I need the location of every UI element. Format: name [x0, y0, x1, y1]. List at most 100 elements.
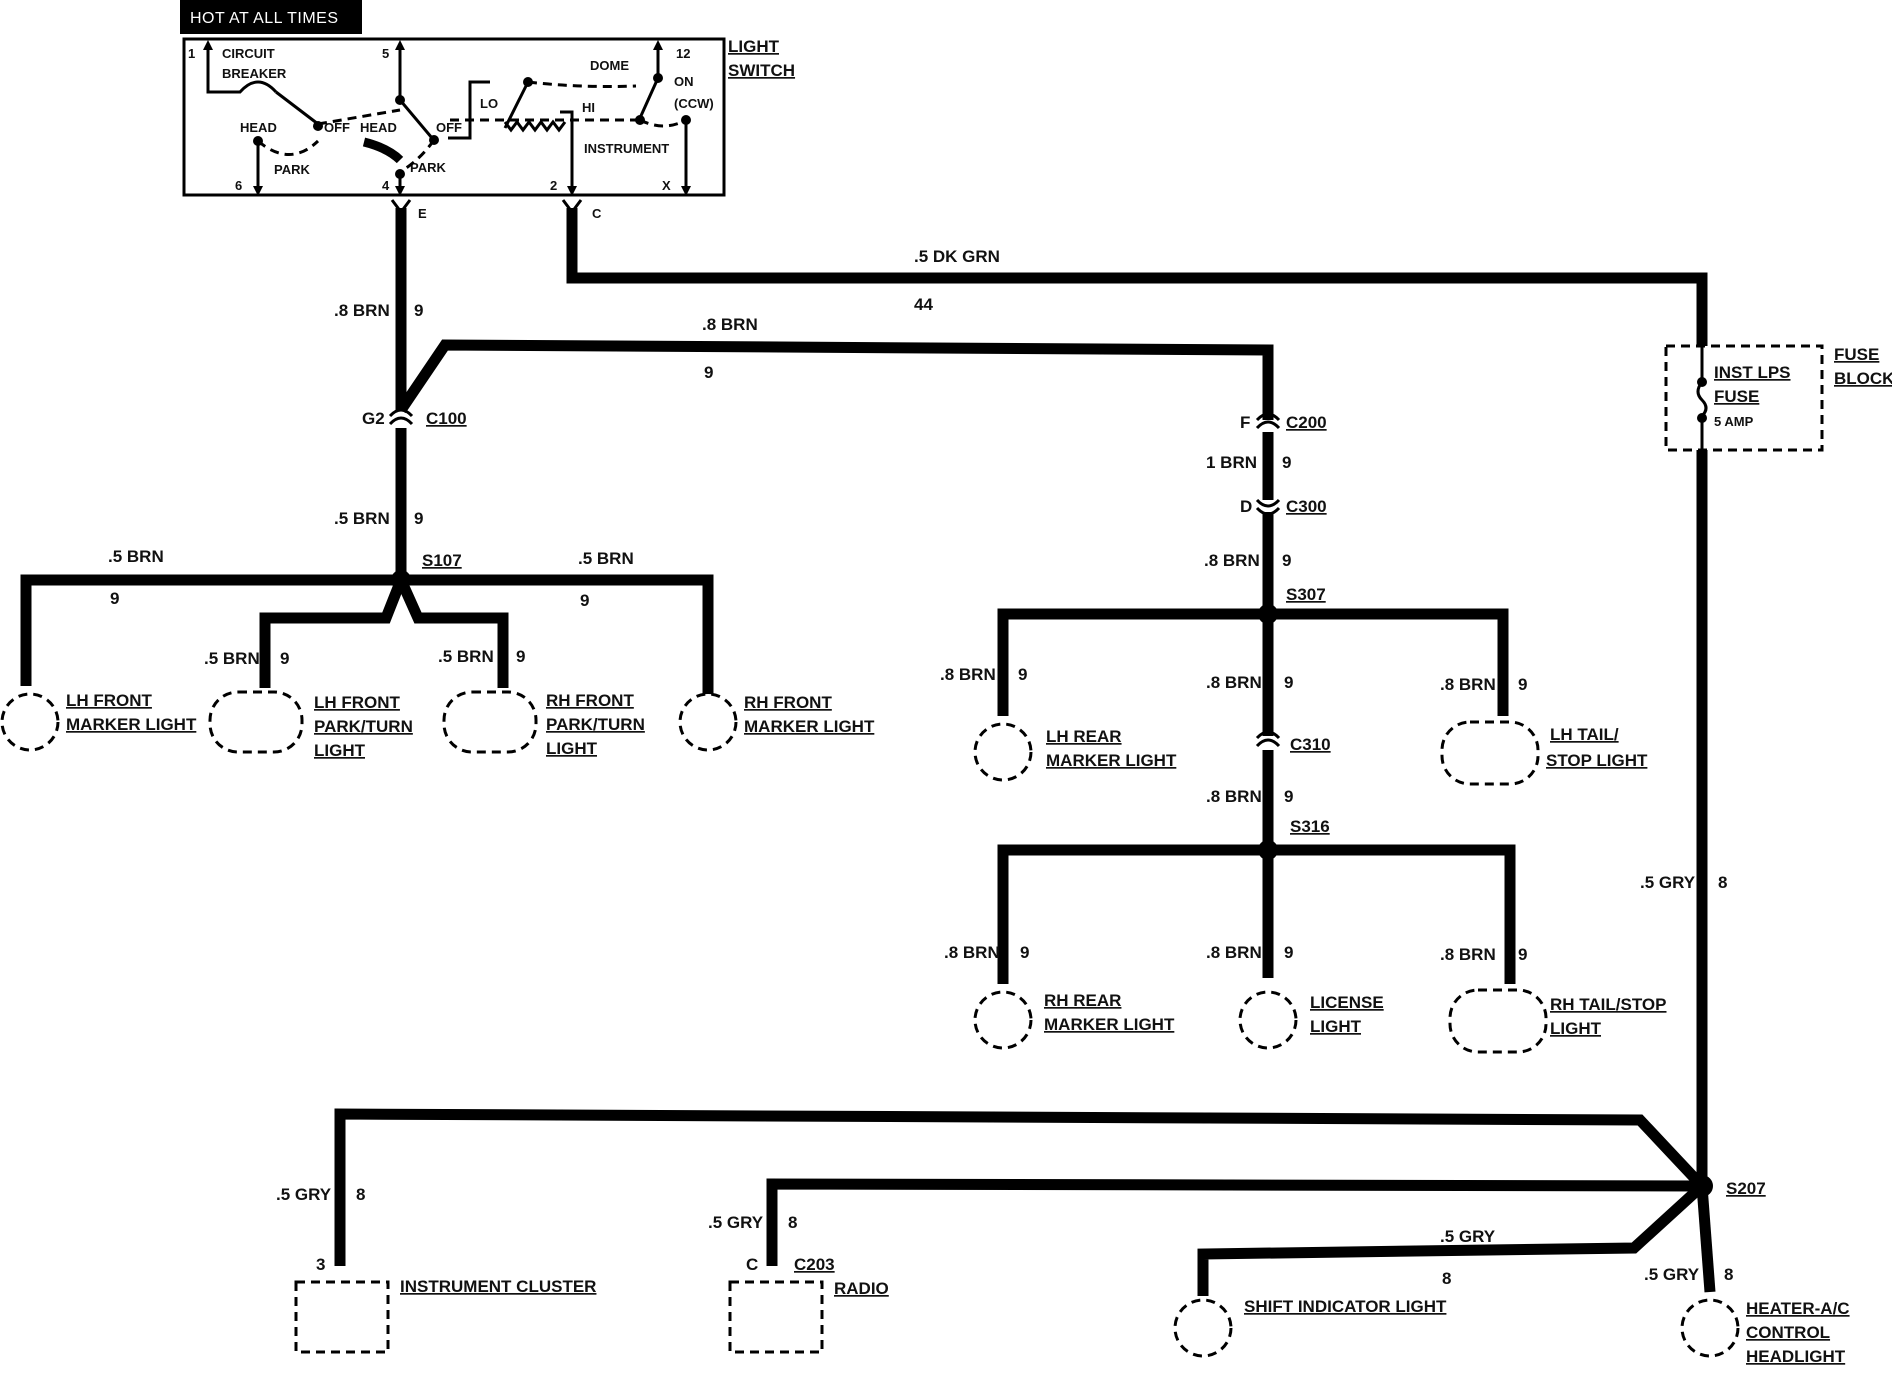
connector-c300-symbol	[1255, 498, 1281, 516]
lh-tail-bulb	[1440, 720, 1540, 786]
wire-heater	[1696, 1185, 1716, 1293]
park-linkage-mid	[399, 139, 436, 174]
cluster-pin: 3	[316, 1255, 325, 1274]
rh-front-park-label-3: LIGHT	[546, 739, 598, 758]
wire-rh-front-marker	[401, 574, 714, 700]
dome-arm	[638, 77, 660, 119]
wire-label: .8 BRN	[1206, 943, 1262, 962]
wire-lh-rear-marker	[997, 608, 1268, 716]
wire-dk-grn	[566, 208, 1708, 372]
output-e-label: E	[418, 206, 427, 221]
rh-rear-marker-bulb	[973, 990, 1033, 1050]
connector-c100-symbol	[388, 408, 414, 426]
pin-5: 5	[382, 46, 389, 61]
lh-front-marker-label-2: MARKER LIGHT	[66, 715, 197, 734]
pin-1-arrow	[203, 40, 213, 50]
wire-number: 9	[516, 647, 525, 666]
wire-label: .5 BRN	[578, 549, 634, 568]
wires	[20, 208, 1716, 1296]
pin-12: 12	[676, 46, 690, 61]
light-switch: LIGHT SWITCH 1 5 12 6 4 2 X CIRCUIT BREA…	[182, 37, 795, 221]
wire-number: 9	[1282, 551, 1291, 570]
component-labels: LH FRONT MARKER LIGHT LH FRONT PARK/TURN…	[66, 691, 1850, 1366]
s107-label: S107	[422, 551, 462, 570]
pin-1: 1	[188, 46, 195, 61]
pin-2-lead	[560, 110, 574, 192]
splices	[391, 570, 1713, 1197]
wire-label: .5 GRY	[1440, 1227, 1496, 1246]
wire-label: .8 BRN	[940, 665, 996, 684]
head-mid-label: HEAD	[360, 120, 397, 135]
s316-label: S316	[1290, 817, 1330, 836]
heater-label-2: CONTROL	[1746, 1323, 1830, 1342]
connector-c200-symbol	[1255, 412, 1281, 430]
lh-front-park-label-1: LH FRONT	[314, 693, 401, 712]
heater-label-1: HEATER-A/C	[1746, 1299, 1850, 1318]
wire-rh-front-park	[395, 577, 509, 688]
wire-label: .5 BRN	[334, 509, 390, 528]
c200-label: C200	[1286, 413, 1327, 432]
wire-number: 44	[914, 295, 933, 314]
circuit-label: CIRCUIT	[222, 46, 275, 61]
pin-4: 4	[382, 178, 390, 193]
fuse-block-title-1: FUSE	[1834, 345, 1879, 364]
fuse-block-title-2: BLOCK	[1834, 369, 1892, 388]
wire-label: .5 GRY	[1644, 1265, 1700, 1284]
wire-label: .8 BRN	[334, 301, 390, 320]
pin-6: 6	[235, 178, 242, 193]
wire-label: .8 BRN	[944, 943, 1000, 962]
pin-x: X	[662, 178, 671, 193]
wire-lh-tail	[1268, 608, 1509, 716]
pin-5-arrow	[395, 40, 405, 50]
wire-number: 9	[1284, 673, 1293, 692]
connector-labels: G2 C100 F C200 D C300 C310 C C203 3	[316, 409, 1331, 1274]
connector-c310-symbol	[1255, 730, 1281, 748]
wire-to-c200	[396, 339, 1274, 420]
rh-front-park-bulb	[442, 690, 538, 754]
rheostat-coil	[503, 119, 567, 133]
wire-number: 8	[1442, 1269, 1451, 1288]
radio-box	[728, 1280, 824, 1354]
wire-number: 9	[1018, 665, 1027, 684]
components	[0, 690, 1740, 1358]
connector-c-symbol	[561, 199, 583, 215]
head-park-bar	[362, 137, 404, 164]
fuse-element	[1696, 381, 1708, 418]
wire-number: 9	[110, 589, 119, 608]
wire-number: 9	[1518, 675, 1527, 694]
wire-labels: .8 BRN 9 .8 BRN 9 .5 DK GRN 44 .5 BRN 9 …	[108, 247, 1733, 1288]
heater-headlight-bulb	[1680, 1298, 1740, 1358]
wire-number: 9	[1020, 943, 1029, 962]
wire-number: 9	[1284, 943, 1293, 962]
fuse-amp: 5 AMP	[1714, 414, 1754, 429]
wire-label: .8 BRN	[1440, 945, 1496, 964]
splice-s207	[1691, 1175, 1713, 1197]
pin-12-arrow	[653, 40, 663, 50]
switch-arm-mid	[398, 99, 434, 139]
pin-2: 2	[550, 178, 557, 193]
lh-tail-label-1: LH TAIL/	[1550, 725, 1619, 744]
c300-pin: D	[1240, 497, 1252, 516]
wire-number: 8	[788, 1213, 797, 1232]
on-label: ON	[674, 74, 694, 89]
instrument-cluster-box	[294, 1280, 390, 1354]
wire-radio	[766, 1178, 1703, 1266]
wire-lh-front-park	[259, 577, 407, 688]
license-label-2: LIGHT	[1310, 1017, 1362, 1036]
wire-shift-indicator	[1197, 1181, 1706, 1296]
instrument-label: INSTRUMENT	[584, 141, 669, 156]
wire-instrument-cluster	[334, 1108, 1707, 1266]
head-left-label: HEAD	[240, 120, 277, 135]
ccw-label: (CCW)	[674, 96, 714, 111]
c310-label: C310	[1290, 735, 1331, 754]
wire-label: .8 BRN	[1204, 551, 1260, 570]
lh-front-park-bulb	[208, 690, 304, 754]
c100-label: C100	[426, 409, 467, 428]
wire-lh-front-marker	[20, 574, 401, 686]
instrument-cluster-label: INSTRUMENT CLUSTER	[400, 1277, 596, 1296]
connector-e-symbol	[390, 199, 412, 215]
rheostat-wiper	[503, 81, 530, 129]
wire-label: .8 BRN	[1206, 673, 1262, 692]
off-mid-label: OFF	[436, 120, 462, 135]
